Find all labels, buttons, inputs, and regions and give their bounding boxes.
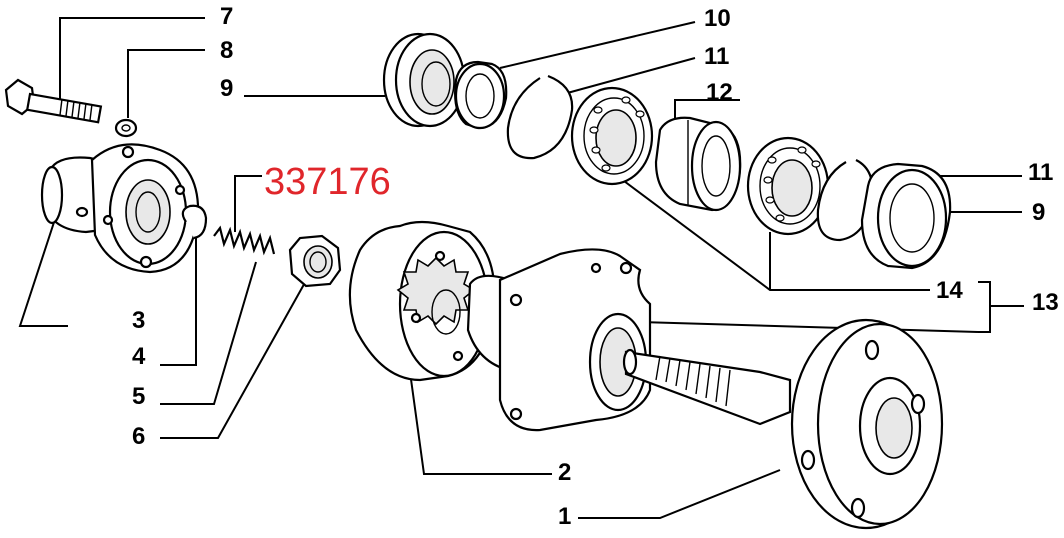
callout-1: 1	[558, 503, 571, 530]
callout-9-right: 9	[1032, 199, 1045, 226]
callout-11-right: 11	[1028, 159, 1053, 186]
callout-13: 13	[1032, 289, 1059, 316]
callout-11-top: 11	[704, 43, 729, 70]
leader-lines	[18, 17, 1024, 519]
callout-2: 2	[558, 459, 571, 486]
flange-coupling-part	[40, 143, 200, 274]
nut-part	[288, 234, 342, 288]
snap-ring-top-part	[506, 74, 574, 160]
callout-4: 4	[132, 343, 146, 370]
callout-labels: 7 8 9 10 11 12 11 9 14 13 3 4 5 6 2 1 33…	[132, 3, 1059, 530]
bearing-left-part	[570, 86, 654, 186]
bearing-right-part	[746, 136, 830, 236]
callout-3: 3	[132, 307, 145, 334]
spacer-ring-part	[454, 60, 508, 130]
circlip-part	[181, 204, 208, 240]
rotor-body-part	[348, 220, 496, 382]
callout-12: 12	[706, 79, 733, 106]
housing-part	[466, 248, 652, 432]
inner-race-part	[654, 116, 742, 212]
washer-part	[114, 118, 138, 138]
callout-9-left: 9	[220, 75, 233, 102]
reference-code: 337176	[264, 161, 391, 203]
callout-8: 8	[220, 37, 233, 64]
callout-6: 6	[132, 423, 145, 450]
seal-left-part	[382, 32, 466, 128]
spring-part	[213, 225, 276, 256]
bolt-part	[4, 78, 103, 124]
seal-right-part	[860, 162, 952, 270]
shaft-hub-part	[622, 318, 944, 530]
callout-14: 14	[936, 277, 963, 304]
callout-7: 7	[220, 3, 233, 30]
callout-10: 10	[704, 5, 731, 32]
callout-5: 5	[132, 383, 145, 410]
